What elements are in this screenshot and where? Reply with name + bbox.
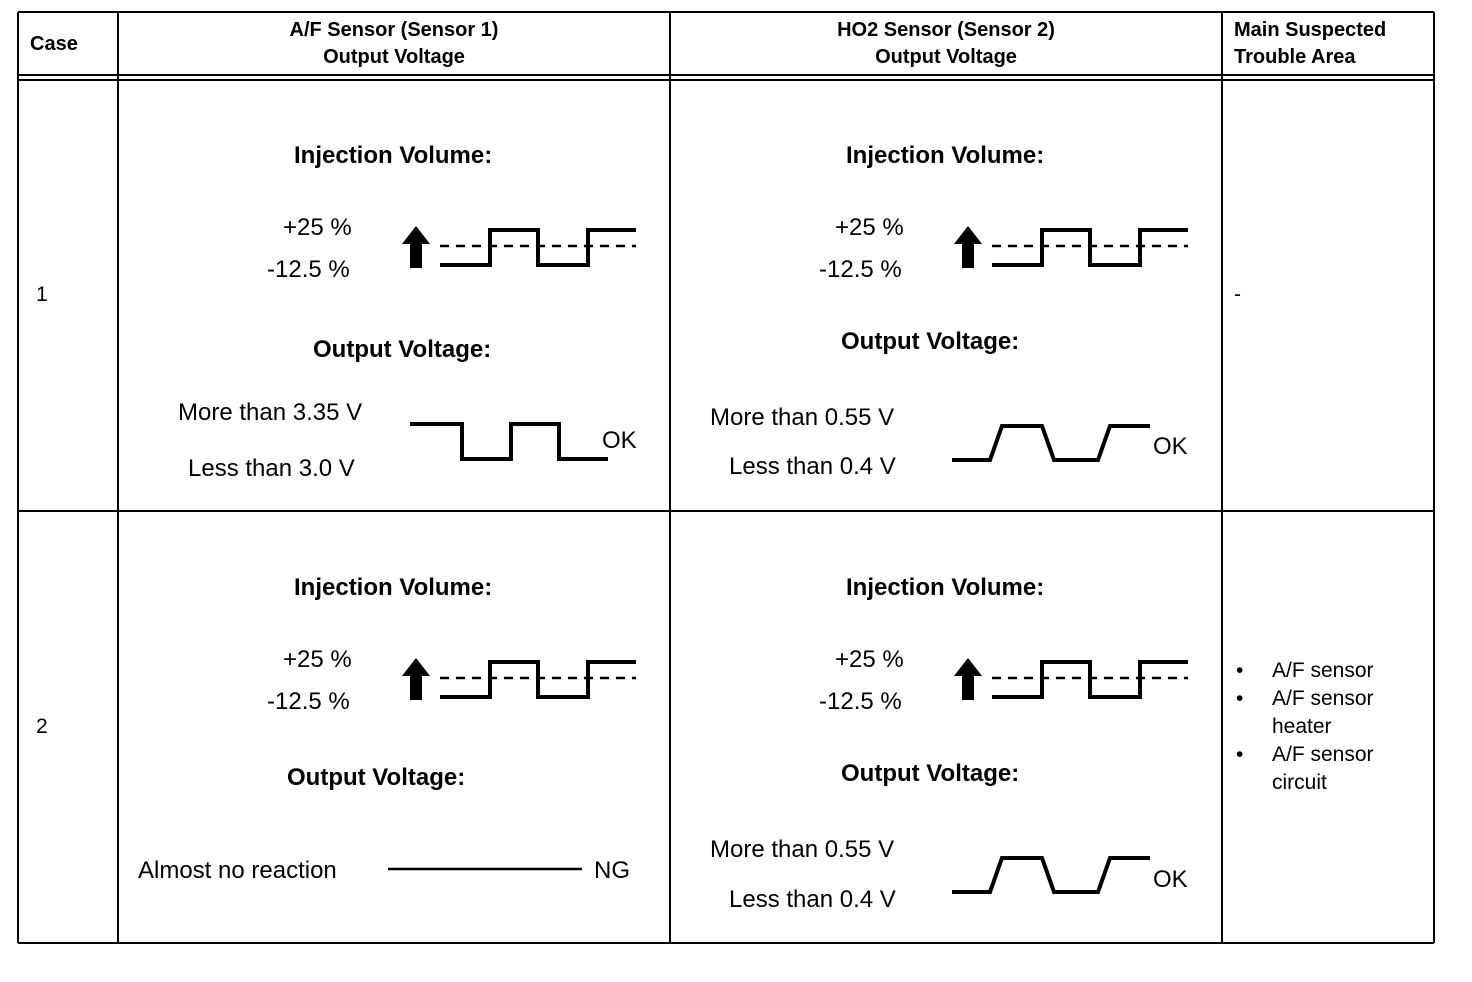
row1-ho2-output-title: Output Voltage: <box>841 328 1020 355</box>
row1-af-injection-waveform <box>402 226 636 268</box>
row1-ho2-injection-waveform <box>954 226 1188 268</box>
up-arrow-icon <box>402 226 430 268</box>
row1-ho2-out-high: More than 0.55 V <box>710 404 895 431</box>
up-arrow-icon <box>954 658 982 700</box>
row1-af-out-high: More than 3.35 V <box>178 399 363 426</box>
row1-ho2-inj-high: +25 % <box>835 214 904 241</box>
header-ho2-line2: Output Voltage <box>875 46 1017 68</box>
list-item: A/F sensor circuit <box>1236 741 1422 797</box>
row2-ho2-injection-title: Injection Volume: <box>846 574 1045 601</box>
row2-af-result: NG <box>594 857 630 884</box>
row2-ho2-output-waveform <box>952 856 1150 894</box>
row1-af-out-low: Less than 3.0 V <box>188 455 355 482</box>
row1-ho2-inj-low: -12.5 % <box>819 256 902 283</box>
row2-af-output-title: Output Voltage: <box>287 764 466 791</box>
row1-af-result: OK <box>602 427 637 454</box>
row2-af-out-text: Almost no reaction <box>138 857 337 884</box>
header-trouble-area: Main Suspected Trouble Area <box>1234 17 1386 71</box>
row1-af-inj-high: +25 % <box>283 214 352 241</box>
row1-af-output-title: Output Voltage: <box>313 336 492 363</box>
row1-ho2-out-low: Less than 0.4 V <box>729 453 896 480</box>
row2-ho2-inj-low: -12.5 % <box>819 688 902 715</box>
row1-ho2-result: OK <box>1153 433 1188 460</box>
row1-trouble-area: - <box>1234 283 1241 306</box>
row1-af-output-waveform <box>410 422 608 461</box>
header-case: Case <box>30 33 78 55</box>
header-ho2-line1: HO2 Sensor (Sensor 2) <box>837 19 1055 41</box>
row1-af-injection-title: Injection Volume: <box>294 142 493 169</box>
row2-ho2-result: OK <box>1153 866 1188 893</box>
header-trouble-line2: Trouble Area <box>1234 46 1356 68</box>
row1-af-inj-low: -12.5 % <box>267 256 350 283</box>
row2-af-flat-line <box>388 867 582 871</box>
row1-case: 1 <box>36 283 48 306</box>
header-ho2-sensor: HO2 Sensor (Sensor 2) Output Voltage <box>670 17 1222 71</box>
row2-ho2-inj-high: +25 % <box>835 646 904 673</box>
row2-af-injection-title: Injection Volume: <box>294 574 493 601</box>
up-arrow-icon <box>954 226 982 268</box>
row2-ho2-injection-waveform <box>954 658 1188 700</box>
header-af-sensor: A/F Sensor (Sensor 1) Output Voltage <box>118 17 670 71</box>
list-item: A/F sensor <box>1236 657 1422 685</box>
up-arrow-icon <box>402 658 430 700</box>
row1-ho2-injection-title: Injection Volume: <box>846 142 1045 169</box>
row2-af-inj-high: +25 % <box>283 646 352 673</box>
row2-af-inj-low: -12.5 % <box>267 688 350 715</box>
row2-af-injection-waveform <box>402 658 636 700</box>
header-trouble-line1: Main Suspected <box>1234 19 1387 41</box>
row2-case: 2 <box>36 715 48 738</box>
row2-ho2-output-title: Output Voltage: <box>841 760 1020 787</box>
row2-trouble-list: A/F sensor A/F sensor heater A/F sensor … <box>1236 657 1422 797</box>
row2-ho2-out-low: Less than 0.4 V <box>729 886 896 913</box>
header-af-line1: A/F Sensor (Sensor 1) <box>289 19 499 41</box>
list-item: A/F sensor heater <box>1236 685 1422 741</box>
row1-ho2-output-waveform <box>952 424 1150 462</box>
header-af-line2: Output Voltage <box>323 46 465 68</box>
row2-ho2-out-high: More than 0.55 V <box>710 836 895 863</box>
